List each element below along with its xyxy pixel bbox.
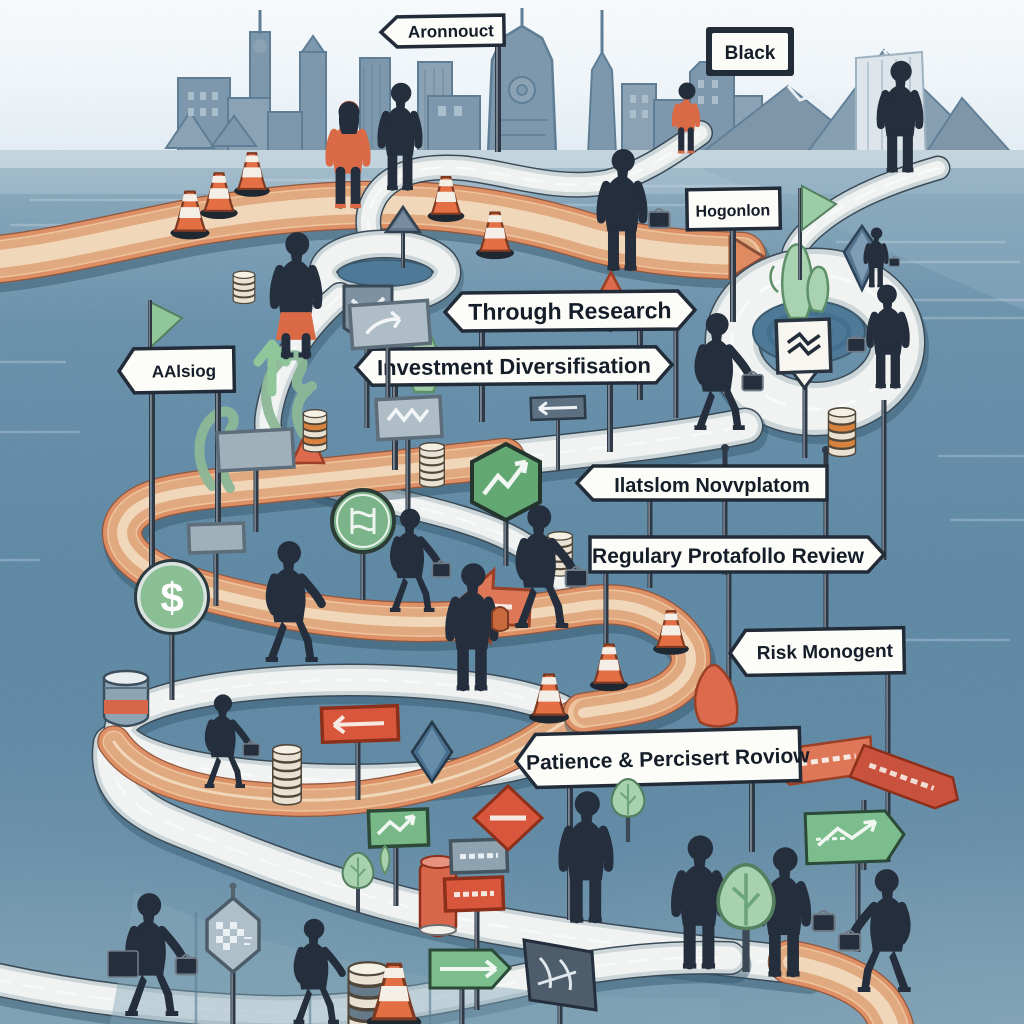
svg-text:Through Research: Through Research <box>468 297 671 325</box>
svg-text:AAlsiog: AAlsiog <box>152 361 217 381</box>
svg-text:Regulary Protafollo Review: Regulary Protafollo Review <box>592 545 865 568</box>
svg-text:$: $ <box>160 574 183 621</box>
svg-text:Hogonlon: Hogonlon <box>695 202 770 220</box>
svg-text:Investment Diversifisation: Investment Diversifisation <box>377 353 651 380</box>
svg-text:Black: Black <box>725 43 776 64</box>
svg-text:Risk Monogent: Risk Monogent <box>757 641 894 664</box>
svg-text:Ilatslom Novvplatom: Ilatslom Novvplatom <box>614 475 810 497</box>
svg-text:Aronnouct: Aronnouct <box>408 21 495 42</box>
